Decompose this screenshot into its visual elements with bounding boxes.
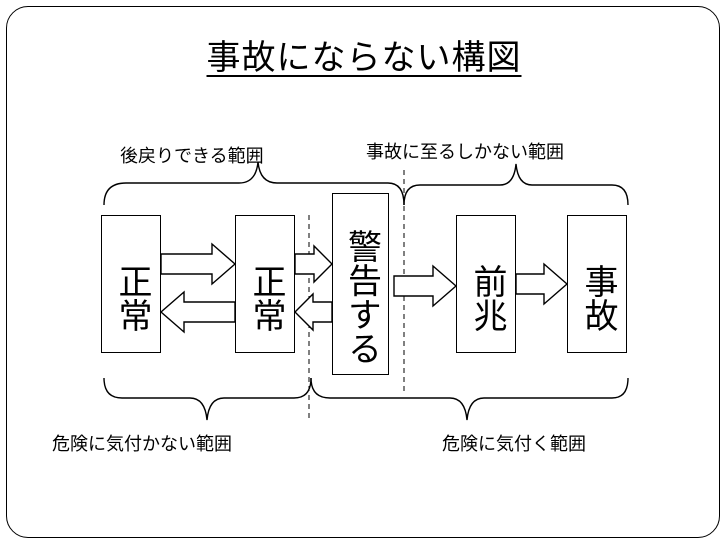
box-accident-text: 事故 xyxy=(578,264,618,332)
box-normal-1-text: 正常 xyxy=(112,264,152,332)
box-normal-1: 正常 xyxy=(101,215,161,353)
box-warning-text: 警告する xyxy=(341,229,382,365)
label-aware-range: 危険に気付く範囲 xyxy=(442,434,586,455)
slide-title-text: 事故にならない構図 xyxy=(206,38,522,78)
box-precursor-text: 前兆 xyxy=(467,264,507,332)
box-precursor: 前兆 xyxy=(456,215,516,353)
label-unaware-range: 危険に気付かない範囲 xyxy=(52,434,232,455)
box-warning: 警告する xyxy=(332,193,389,375)
slide-title: 事故にならない構図 xyxy=(0,30,728,79)
label-accident-only-range: 事故に至るしかない範囲 xyxy=(366,142,564,163)
label-recoverable-range: 後戻りできる範囲 xyxy=(120,146,264,167)
box-normal-2: 正常 xyxy=(235,215,295,353)
box-accident: 事故 xyxy=(567,215,627,353)
slide-frame xyxy=(6,6,720,538)
box-normal-2-text: 正常 xyxy=(246,264,286,332)
